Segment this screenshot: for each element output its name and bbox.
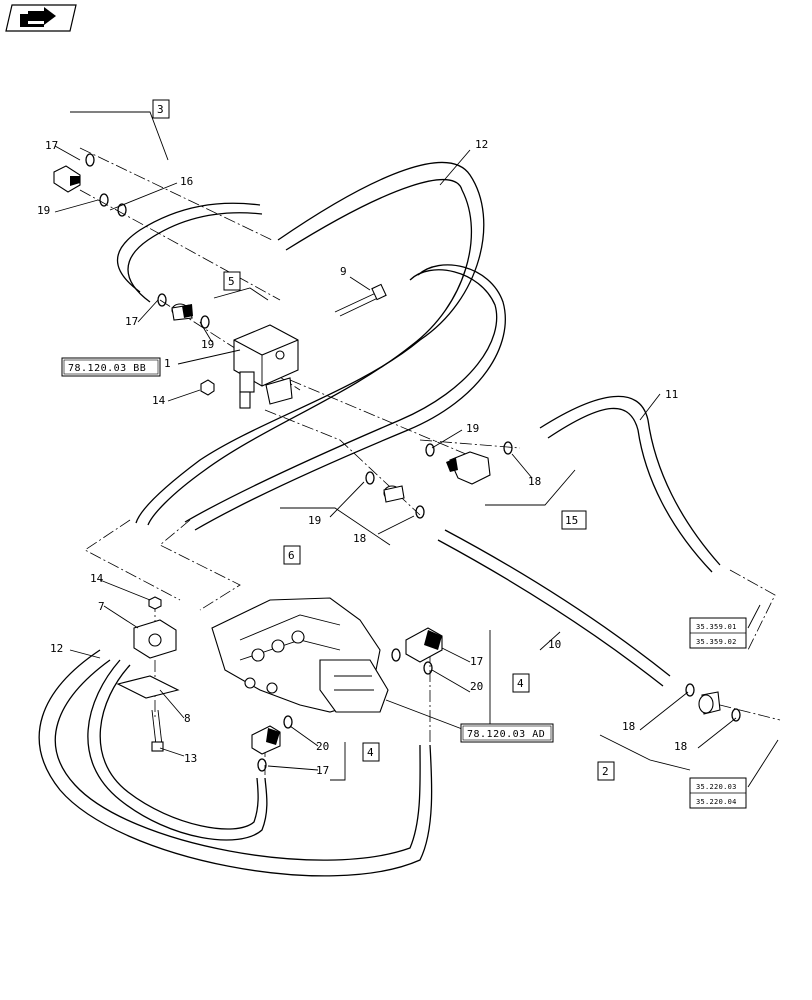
reference-78-120-03-bb[interactable]: 78.120.03 BB: [61, 357, 161, 377]
callout-17: 17: [316, 764, 329, 777]
callout-box-15: 15: [561, 510, 587, 530]
elbow-fitting-15: [446, 451, 491, 485]
callout-8: 8: [184, 712, 191, 725]
callout-18: 18: [353, 532, 366, 545]
nut-14-bottom: [148, 596, 162, 610]
svg-text:2: 2: [602, 765, 609, 778]
callout-19: 19: [466, 422, 479, 435]
reference-35-220[interactable]: 35.220.03 35.220.04: [689, 777, 747, 809]
callout-box-3: 3: [152, 99, 170, 119]
nut-14-top: [200, 379, 215, 396]
hose-10: [437, 529, 671, 687]
svg-text:4: 4: [517, 677, 524, 690]
callout-17: 17: [125, 315, 138, 328]
reference-35-359-01: 35.359.01: [696, 623, 737, 631]
bolt-9: [334, 283, 387, 317]
svg-text:3: 3: [157, 103, 164, 116]
reference-boxes[interactable]: 78.120.03 BB 78.120.03 AD 35.359.01 35.3…: [61, 357, 747, 809]
svg-text:6: 6: [288, 549, 295, 562]
callout-19: 19: [201, 338, 214, 351]
fitting-2: [698, 691, 721, 715]
callout-19: 19: [37, 204, 50, 217]
reference-35-220-03: 35.220.03: [696, 783, 737, 791]
callout-1: 1: [164, 357, 171, 370]
svg-text:15: 15: [565, 514, 578, 527]
callout-17: 17: [470, 655, 483, 668]
callout-box-5: 5: [223, 271, 241, 291]
svg-text:78.120.03 AD: 78.120.03 AD: [467, 729, 545, 740]
reference-35-220-04: 35.220.04: [696, 798, 737, 806]
callout-20: 20: [316, 740, 329, 753]
callout-12: 12: [475, 138, 488, 151]
control-valve: [211, 597, 389, 713]
reference-35-359[interactable]: 35.359.01 35.359.02: [689, 617, 747, 649]
svg-text:4: 4: [367, 746, 374, 759]
callout-20: 20: [470, 680, 483, 693]
o-rings: [85, 153, 741, 772]
fitting-5: [171, 303, 193, 321]
callout-labels: 1 17 19 16 12 17 19 14 9 19 18 19 18 11 …: [37, 138, 687, 777]
callout-14: 14: [90, 572, 104, 585]
callout-9: 9: [340, 265, 347, 278]
elbow-fitting-4-bottom: [251, 725, 281, 755]
callout-17: 17: [45, 139, 58, 152]
arrow-icon[interactable]: [5, 4, 77, 32]
callout-18: 18: [622, 720, 635, 733]
hose-12-lower: [38, 649, 433, 877]
fitting-6: [383, 485, 405, 503]
callout-10: 10: [548, 638, 561, 651]
callout-11: 11: [665, 388, 678, 401]
hose-11: [539, 395, 721, 573]
callout-18: 18: [674, 740, 687, 753]
boxed-callouts: 3 5 15 6 4 4 2: [152, 99, 615, 781]
reference-78-120-03-ad[interactable]: 78.120.03 AD: [460, 723, 554, 743]
callout-12: 12: [50, 642, 63, 655]
center-lines: [79, 147, 781, 775]
bolt-13: [151, 709, 164, 752]
svg-text:5: 5: [228, 275, 235, 288]
svg-text:78.120.03 BB: 78.120.03 BB: [68, 363, 146, 374]
valve-block-1: [233, 324, 299, 409]
leader-lines: [54, 111, 779, 788]
callout-19: 19: [308, 514, 321, 527]
callout-box-6: 6: [283, 545, 301, 565]
fitting-17-top: [53, 165, 81, 193]
callout-box-2: 2: [597, 761, 615, 781]
callout-box-4-left: 4: [362, 742, 380, 762]
callout-18: 18: [528, 475, 541, 488]
callout-14: 14: [152, 394, 166, 407]
reference-35-359-02: 35.359.02: [696, 638, 737, 646]
hose-16: [116, 202, 263, 303]
hose-12-upper: [135, 162, 506, 531]
elbow-fitting-4-top: [405, 627, 443, 663]
callout-7: 7: [98, 600, 105, 613]
clamp-7: [133, 619, 177, 659]
callout-16: 16: [180, 175, 193, 188]
plate-8: [116, 675, 180, 699]
callout-box-4-right: 4: [512, 673, 530, 693]
callout-13: 13: [184, 752, 197, 765]
